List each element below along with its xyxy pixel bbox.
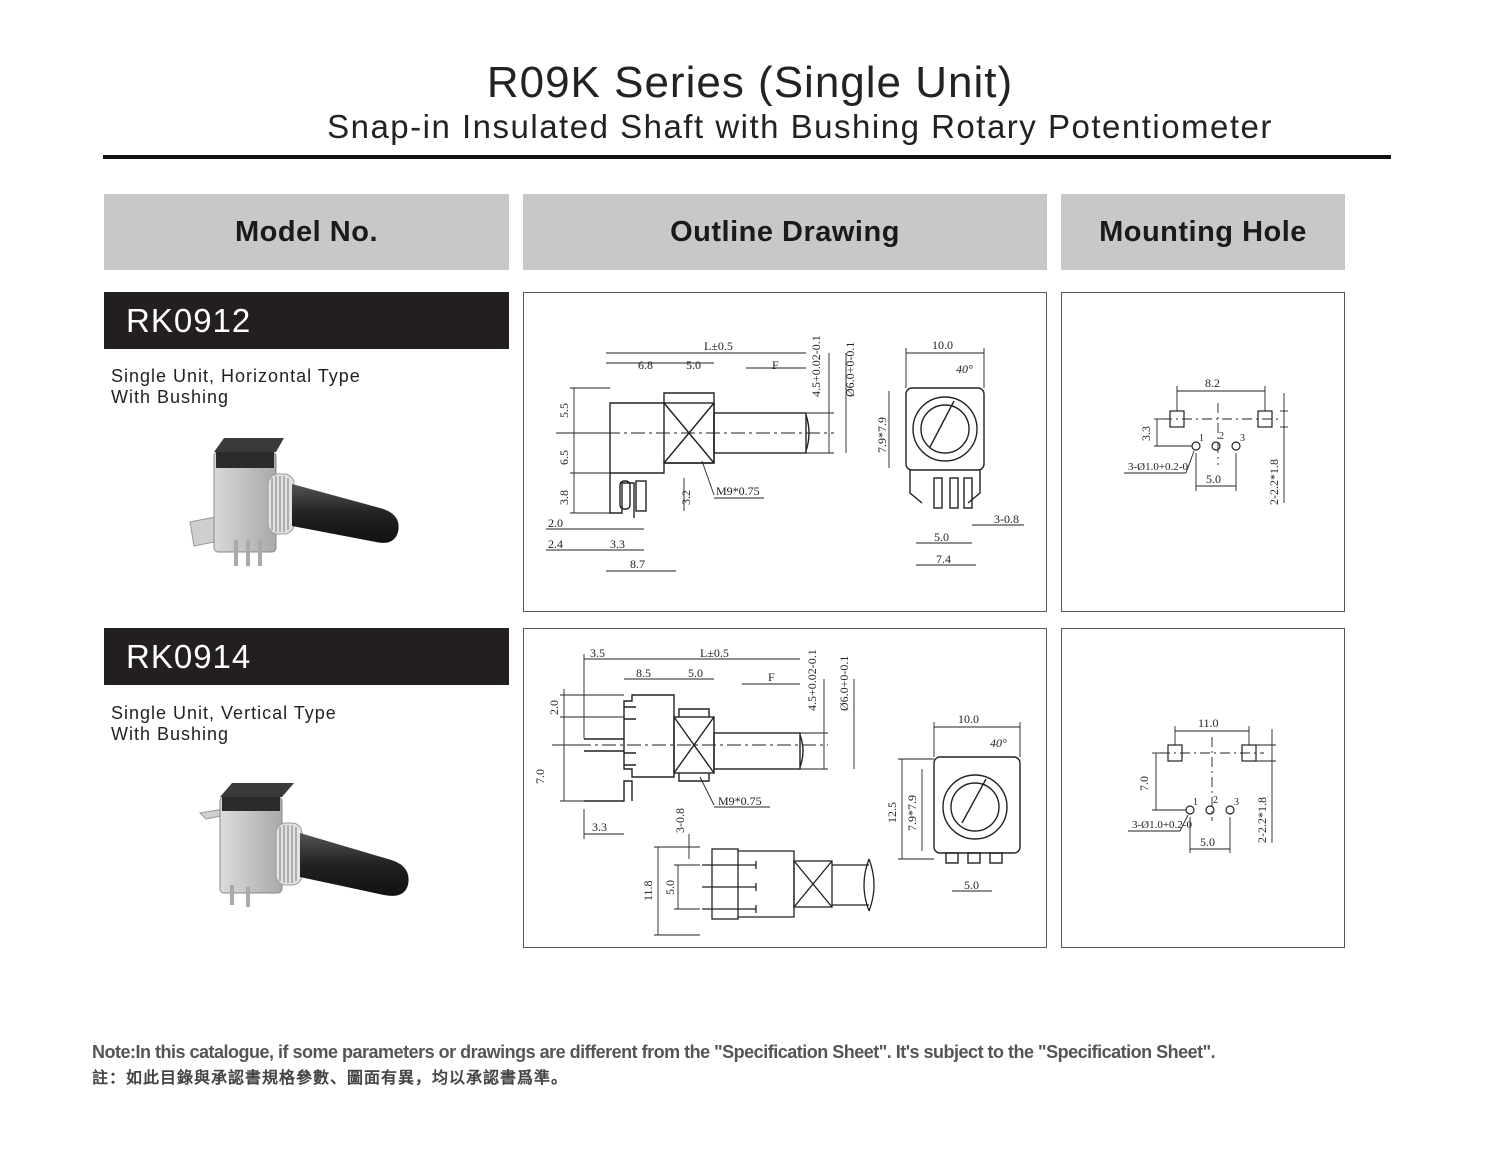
outline-drawing-rk0914: 3.5 L±0.5 8.5 5.0 F 4.5+0.02-0.1 Ø6.0+0-… — [523, 628, 1047, 948]
dim-label: 3-0.8 — [673, 808, 687, 833]
description-line: With Bushing — [111, 724, 230, 744]
note-chinese: 註：如此目錄與承認書規格參數、圖面有異，均以承認書爲準。 — [92, 1070, 569, 1087]
dim-label: 12.5 — [885, 802, 899, 823]
mounting-hole-svg: 8.2 3.3 3-Ø1.0+0.2-0 5.0 2-2.2*1.8 1 2 3 — [1124, 376, 1288, 505]
dim-label: 7.4 — [936, 552, 951, 566]
page-title: R09K Series (Single Unit) — [486, 58, 1014, 107]
dim-label: 3.3 — [1139, 426, 1153, 441]
model-name: RK0912 — [126, 301, 252, 339]
dim-label: Ø6.0+0-0.1 — [843, 342, 857, 397]
dim-label: 2.4 — [548, 537, 563, 551]
dim-label: 11.0 — [1198, 716, 1219, 730]
dim-label: 5.5 — [557, 403, 571, 418]
product-image-rk0912 — [189, 438, 399, 566]
dim-label: M9*0.75 — [718, 794, 762, 808]
page-subtitle: Snap-in Insulated Shaft with Bushing Rot… — [327, 108, 1273, 145]
model-bar-rk0912: RK0912 — [104, 292, 509, 349]
title-rule — [103, 155, 1391, 159]
pin-number: 2 — [1213, 795, 1218, 806]
dim-label: 40° — [990, 736, 1007, 750]
dim-label: 5.0 — [688, 666, 703, 680]
product-image-rk0914 — [198, 783, 409, 907]
mounting-hole-svg: 11.0 7.0 3-Ø1.0+0.2-0 5.0 2-2.2*1.8 1 2 … — [1128, 716, 1276, 853]
dim-label: 7.0 — [1137, 776, 1151, 791]
dim-label: 3-Ø1.0+0.2-0 — [1132, 819, 1192, 831]
dim-label: M9*0.75 — [716, 484, 760, 498]
dim-label: 3-0.8 — [994, 512, 1019, 526]
description-line: With Bushing — [111, 387, 230, 407]
dim-label: 5.0 — [1206, 472, 1221, 486]
model-description: Single Unit, Vertical Type With Bushing — [111, 703, 337, 745]
dim-label: 8.7 — [630, 557, 645, 571]
description-line: Single Unit, Horizontal Type — [111, 366, 361, 386]
header-outline-drawing: Outline Drawing — [523, 194, 1047, 270]
dim-label: Ø6.0+0-0.1 — [837, 656, 851, 711]
dim-label: 4.5+0.02-0.1 — [809, 335, 823, 397]
dim-label: 2-2.2*1.8 — [1267, 459, 1281, 505]
dim-label: 7.9*7.9 — [905, 795, 919, 831]
pin-number: 1 — [1193, 797, 1198, 808]
header-model-no: Model No. — [104, 194, 509, 270]
pin-number: 3 — [1240, 433, 1245, 444]
dim-label: 5.0 — [1200, 835, 1215, 849]
dim-label: 5.0 — [663, 880, 677, 895]
dim-label: 10.0 — [932, 338, 953, 352]
dim-label: 5.0 — [686, 358, 701, 372]
dim-label: 3.8 — [557, 490, 571, 505]
dim-label: 2-2.2*1.8 — [1255, 797, 1269, 843]
dim-label: 3.3 — [610, 537, 625, 551]
dim-label: 3-Ø1.0+0.2-0 — [1128, 461, 1188, 473]
mounting-hole-rk0912: 8.2 3.3 3-Ø1.0+0.2-0 5.0 2-2.2*1.8 1 2 3 — [1061, 292, 1345, 612]
dim-label: 5.0 — [934, 530, 949, 544]
dim-label: 7.0 — [533, 769, 547, 784]
dim-label: L±0.5 — [700, 646, 729, 660]
note-english: Note:In this catalogue, if some paramete… — [92, 1042, 1216, 1062]
dim-label: 2.0 — [548, 516, 563, 530]
pin-number: 3 — [1234, 797, 1239, 808]
outline-drawing-svg: L±0.5 6.8 5.0 F 4.5+0.02-0.1 Ø6.0+0-0.1 … — [546, 335, 1024, 572]
header-mounting-hole: Mounting Hole — [1061, 194, 1345, 270]
dim-label: 11.8 — [641, 880, 655, 901]
dim-label: 6.5 — [557, 450, 571, 465]
model-name: RK0914 — [126, 637, 252, 675]
dim-label: 8.2 — [1205, 376, 1220, 390]
dim-label: 40° — [956, 362, 973, 376]
outline-drawing-rk0912: L±0.5 6.8 5.0 F 4.5+0.02-0.1 Ø6.0+0-0.1 … — [523, 292, 1047, 612]
pin-number: 2 — [1219, 431, 1224, 442]
dim-label: 4.5+0.02-0.1 — [805, 649, 819, 711]
dim-label: 5.0 — [964, 878, 979, 892]
mounting-hole-rk0914: 11.0 7.0 3-Ø1.0+0.2-0 5.0 2-2.2*1.8 1 2 … — [1061, 628, 1345, 948]
dim-label: F — [768, 670, 775, 684]
dim-label: 3.5 — [590, 646, 605, 660]
dim-label: 8.5 — [636, 666, 651, 680]
dim-label: F — [772, 358, 779, 372]
dim-label: 7.9*7.9 — [875, 417, 889, 453]
dim-label: 3.3 — [592, 820, 607, 834]
pin-number: 1 — [1199, 433, 1204, 444]
description-line: Single Unit, Vertical Type — [111, 703, 337, 723]
model-description: Single Unit, Horizontal Type With Bushin… — [111, 366, 361, 408]
dim-label: 2.0 — [547, 700, 561, 715]
dim-label: 10.0 — [958, 712, 979, 726]
dim-label: 6.8 — [638, 358, 653, 372]
outline-drawing-svg: 3.5 L±0.5 8.5 5.0 F 4.5+0.02-0.1 Ø6.0+0-… — [533, 646, 1021, 936]
dim-label: 3.2 — [679, 490, 693, 505]
dim-label: L±0.5 — [704, 339, 733, 353]
model-bar-rk0914: RK0914 — [104, 628, 509, 685]
